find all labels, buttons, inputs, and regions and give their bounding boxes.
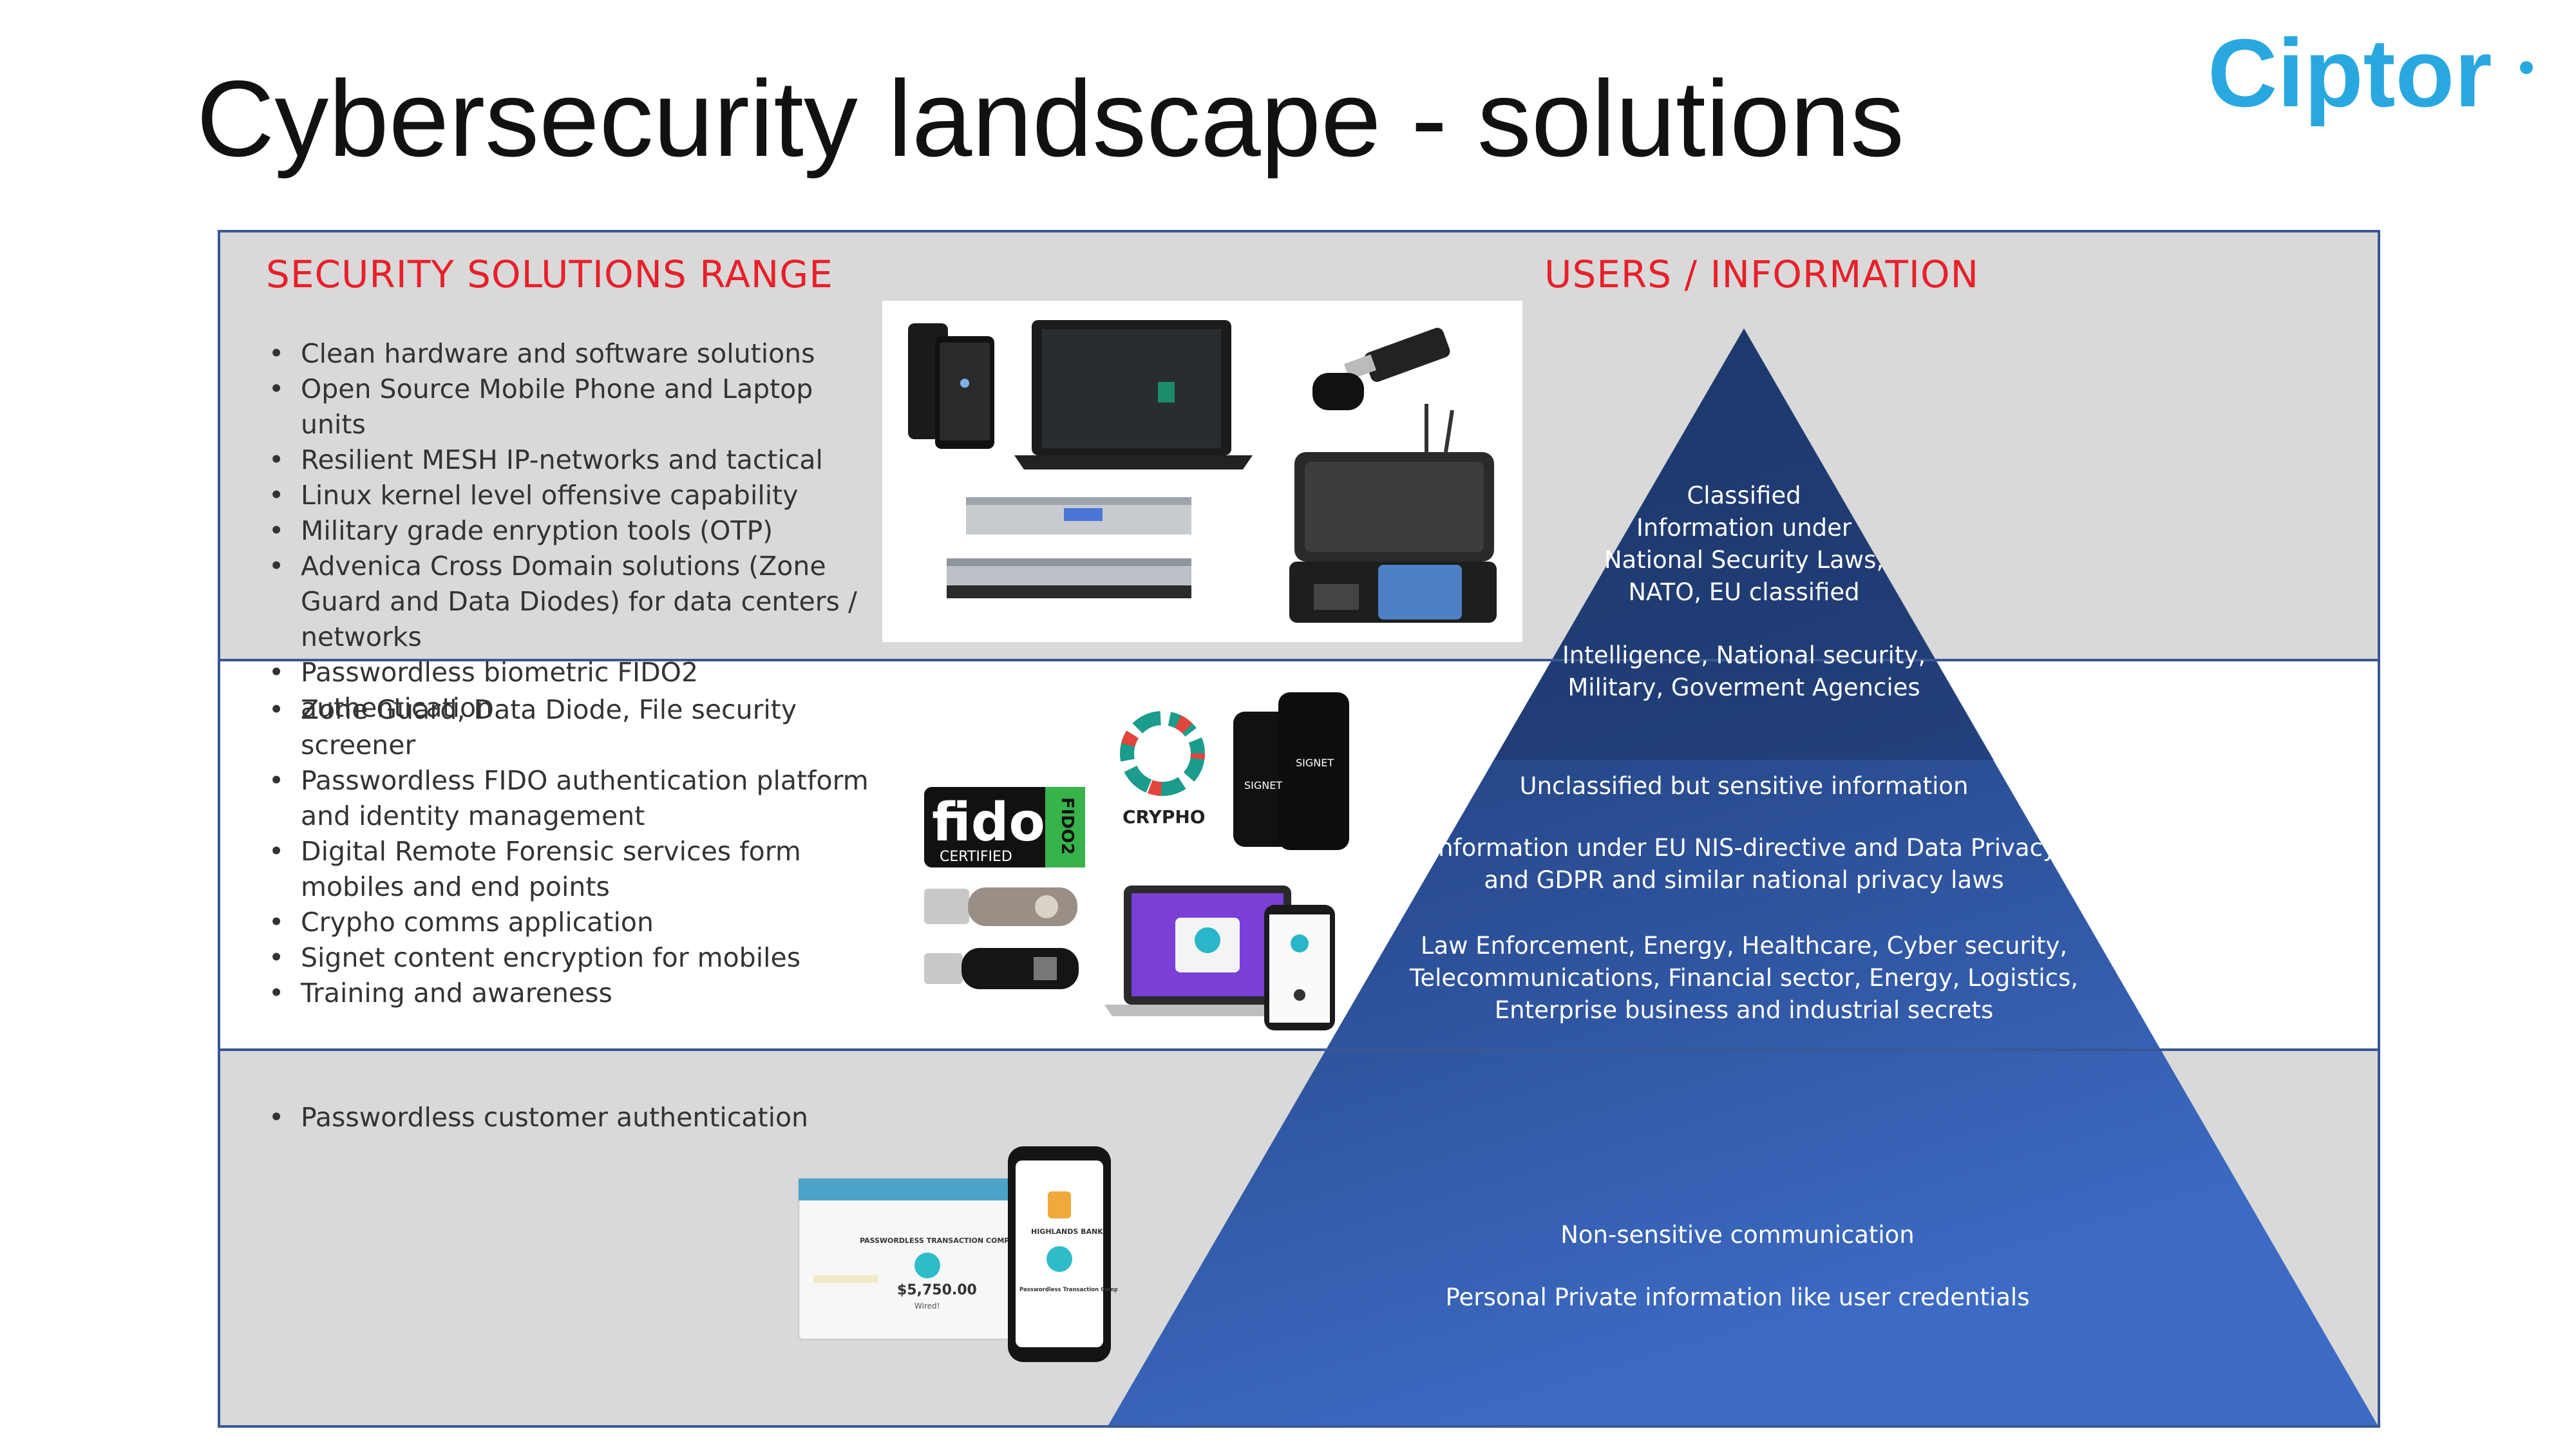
list-item: Linux kernel level offensive capability (266, 478, 871, 513)
divider-line (220, 659, 2378, 661)
heading-users-information: USERS / INFORMATION (1544, 252, 1980, 296)
pyramid-nis-text: Information under EU NIS-directive and D… (1431, 834, 2057, 894)
svg-text:HIGHLANDS BANK: HIGHLANDS BANK (1031, 1227, 1103, 1236)
svg-text:$5,750.00: $5,750.00 (897, 1282, 977, 1298)
heading-security-solutions: SECURITY SOLUTIONS RANGE (266, 252, 833, 296)
svg-text:PASSWORDLESS TRANSACTION COMPL: PASSWORDLESS TRANSACTION COMPLETED! (860, 1236, 1037, 1245)
svg-text:fido: fido (932, 792, 1045, 853)
usb-dongle-image (1312, 328, 1450, 410)
crypho-logo: CRYPHO (1120, 711, 1206, 828)
hardware-products-image (882, 301, 1522, 642)
laptop-image (1014, 320, 1253, 469)
slide-title: Cybersecurity landscape - solutions (196, 58, 1904, 179)
list-item: Clean hardware and software solutions (266, 336, 871, 372)
band1-bullet-list: Clean hardware and software solutions Op… (266, 336, 871, 726)
pyramid-sectors-text: Law Enforcement, Energy, Healthcare, Cyb… (1410, 932, 2078, 1024)
list-item: Advenica Cross Domain solutions (Zone Gu… (266, 549, 871, 655)
rack-server-image (947, 497, 1191, 598)
list-item: Resilient MESH IP-networks and tactical (266, 442, 871, 478)
pyramid-unclassified-heading: Unclassified but sensitive information (1519, 772, 1969, 800)
pyramid-classified-text: Classified Information under National Se… (1604, 482, 1884, 606)
list-item: Passwordless customer authentication (266, 1100, 871, 1135)
list-item: Zone Guard, Data Diode, File security sc… (266, 692, 871, 763)
svg-text:Wired!: Wired! (914, 1302, 940, 1311)
passwordless-transaction-mockup: PASSWORDLESS TRANSACTION COMPLETED! $5,7… (797, 1146, 1117, 1362)
authentication-products-image: fido CERTIFIED FIDO2 CRYPHO SIGNET SIGNE… (924, 692, 1349, 1030)
list-item: Crypho comms application (266, 905, 871, 940)
svg-text:Ciptor: Ciptor (2208, 19, 2492, 127)
svg-text:FIDO2: FIDO2 (1057, 797, 1077, 855)
svg-text:Passwordless Transaction Compl: Passwordless Transaction Completed (1019, 1287, 1117, 1293)
pyramid-nonsensitive-text: Non-sensitive communication (1560, 1221, 1915, 1249)
divider-line (220, 1048, 2378, 1051)
list-item: Digital Remote Forensic services form mo… (266, 834, 871, 905)
band2-bullet-list: Zone Guard, Data Diode, File security sc… (266, 692, 871, 1011)
pyramid-personal-text: Personal Private information like user c… (1445, 1283, 2030, 1311)
svg-text:CERTIFIED: CERTIFIED (940, 849, 1012, 865)
band3-bullet-list: Passwordless customer authentication (266, 1100, 871, 1135)
ciptor-logo: Ciptor (2208, 19, 2533, 127)
mobile-phone-image (908, 323, 994, 449)
signet-phones-image: SIGNET SIGNET (1233, 692, 1349, 850)
pyramid-intelligence-text: Intelligence, National security, Militar… (1562, 641, 1926, 701)
list-item: Signet content encryption for mobiles (266, 940, 871, 976)
authentication-laptop-image (1104, 886, 1335, 1030)
security-keys-image (924, 887, 1079, 989)
list-item: Open Source Mobile Phone and Laptop unit… (266, 372, 871, 442)
svg-text:SIGNET: SIGNET (1296, 757, 1334, 769)
list-item: Military grade enryption tools (OTP) (266, 513, 871, 549)
list-item: Passwordless FIDO authentication platfor… (266, 763, 871, 834)
content-frame (218, 230, 2380, 1428)
svg-text:CRYPHO: CRYPHO (1122, 806, 1206, 828)
tactical-case-image (1289, 404, 1497, 623)
fido-certified-logo: fido CERTIFIED FIDO2 (924, 787, 1085, 867)
list-item: Training and awareness (266, 976, 871, 1011)
svg-text:SIGNET: SIGNET (1244, 779, 1282, 791)
